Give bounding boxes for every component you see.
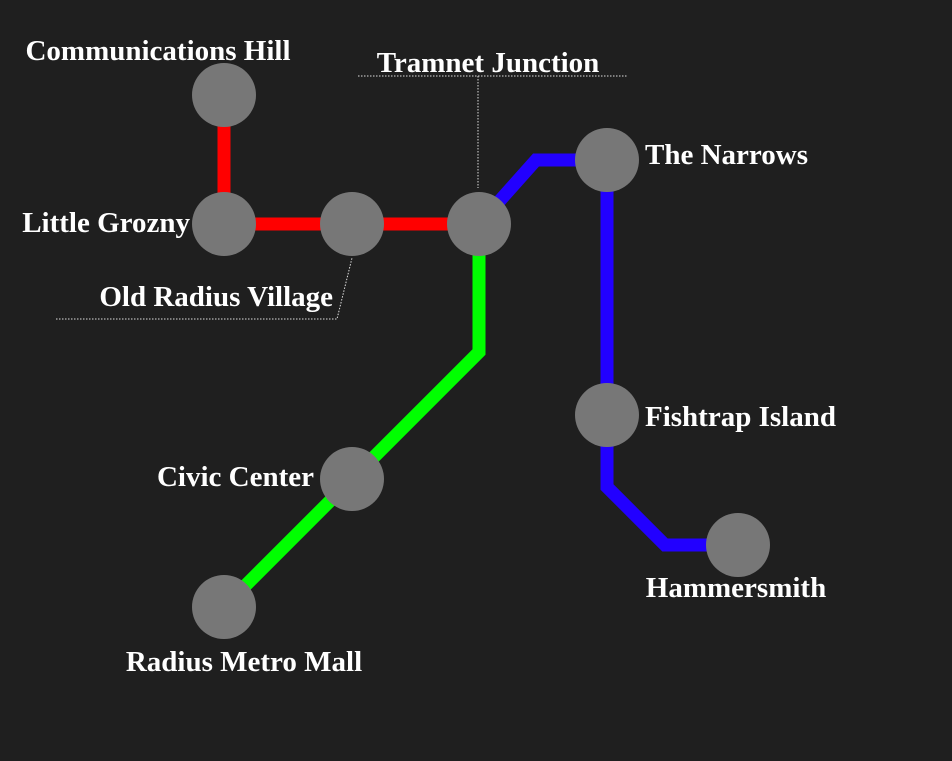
label-radius-metro-mall: Radius Metro Mall [126,646,362,678]
label-fishtrap-island: Fishtrap Island [645,401,836,433]
station-civic-center[interactable] [320,447,384,511]
station-communications-hill[interactable] [192,63,256,127]
label-tramnet-junction: Tramnet Junction [377,47,600,79]
station-little-grozny[interactable] [192,192,256,256]
label-old-radius-village: Old Radius Village [99,281,333,313]
station-radius-metro-mall[interactable] [192,575,256,639]
station-hammersmith[interactable] [706,513,770,577]
station-tramnet-junction[interactable] [447,192,511,256]
label-hammersmith: Hammersmith [646,572,826,604]
label-civic-center: Civic Center [157,461,314,493]
station-the-narrows[interactable] [575,128,639,192]
station-fishtrap-island[interactable] [575,383,639,447]
tramnet-junction-leader [358,75,627,188]
station-old-radius-village[interactable] [320,192,384,256]
old-radius-village-leader [56,257,353,320]
blue-line [474,153,738,552]
label-the-narrows: The Narrows [645,139,808,171]
label-little-grozny: Little Grozny [22,207,190,239]
label-communications-hill: Communications Hill [25,35,290,67]
green-line [219,224,486,612]
